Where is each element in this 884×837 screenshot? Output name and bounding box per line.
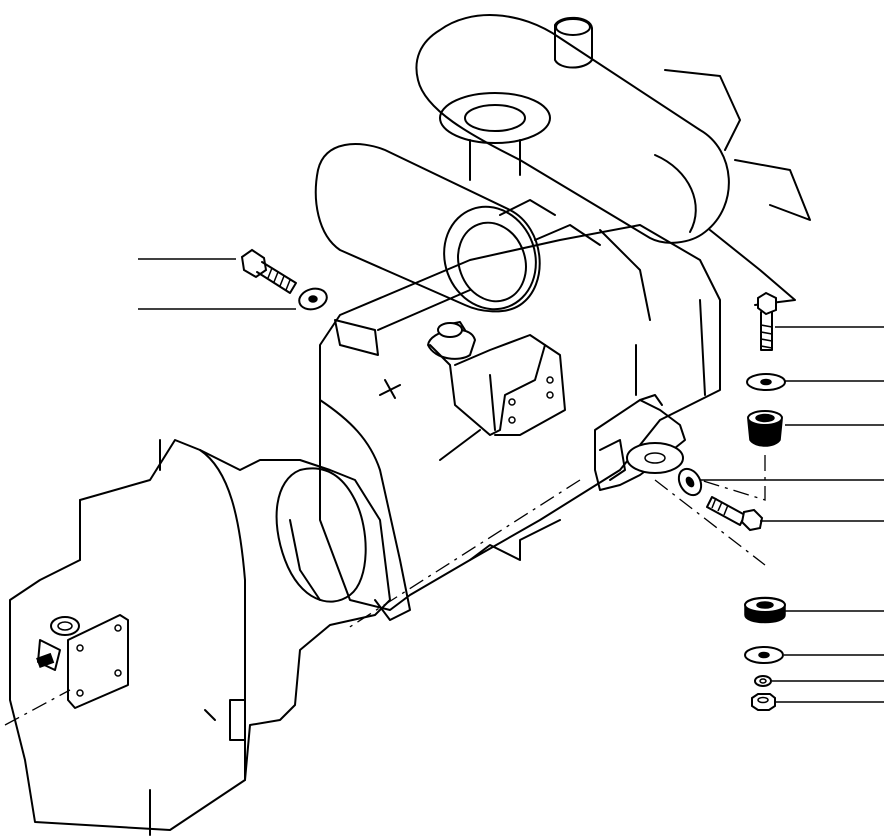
transmission: [9, 399, 411, 836]
callout-leaders-left: [138, 258, 296, 310]
rear-mount-bracket: [36, 614, 129, 709]
cooling-fan: [664, 69, 811, 306]
callout-leaders-right: [700, 326, 884, 703]
centerline-side: [344, 479, 581, 631]
rubber-cushion-upper: [747, 410, 783, 447]
front-mount-bracket: [427, 321, 566, 436]
left-bolt: [240, 248, 297, 294]
side-mount-bracket: [594, 344, 686, 491]
spring-washer: [754, 675, 772, 687]
centerline-lower: [654, 479, 766, 566]
washer-lower-hole: [758, 651, 770, 659]
right-bolt-top: [757, 291, 777, 351]
bolt-side: [706, 496, 764, 532]
washer-side: [677, 467, 703, 497]
centerline-rear: [4, 689, 71, 726]
washer-upper-hole: [760, 378, 772, 386]
spring-washer-hole: [759, 678, 767, 684]
centerline-upper: [699, 455, 766, 501]
left-washer: [298, 287, 328, 311]
engine-block: [319, 199, 721, 611]
muffler: [415, 14, 730, 244]
air-cleaner: [314, 143, 541, 313]
nut: [751, 693, 776, 711]
rubber-cushion-lower: [744, 596, 786, 624]
